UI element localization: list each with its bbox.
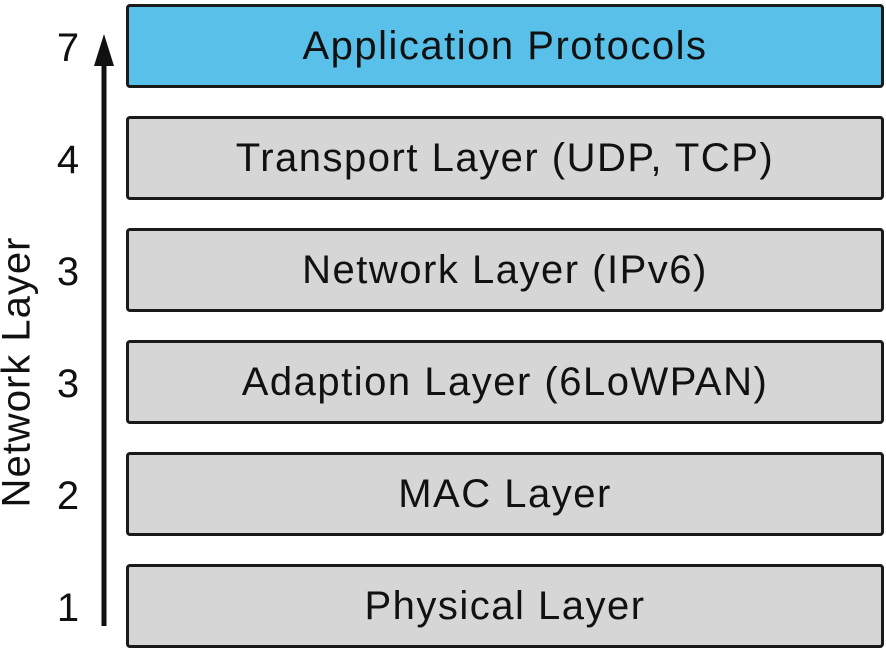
layer-number: 2: [56, 473, 80, 518]
layer-number: 4: [56, 137, 80, 182]
layer-adaption: Adaption Layer (6LoWPAN): [126, 340, 884, 424]
layer-network: Network Layer (IPv6): [126, 228, 884, 312]
layer-number: 3: [56, 249, 80, 294]
layer-number: 1: [56, 585, 80, 630]
layer-mac: MAC Layer: [126, 452, 884, 536]
layer-physical: Physical Layer: [126, 564, 884, 648]
layer-number: 7: [56, 25, 80, 70]
layer-transport: Transport Layer (UDP, TCP): [126, 116, 884, 200]
layer-application-protocols: Application Protocols: [126, 4, 884, 88]
axis-label: Network Layer: [0, 236, 39, 508]
layer-number: 3: [56, 361, 80, 406]
